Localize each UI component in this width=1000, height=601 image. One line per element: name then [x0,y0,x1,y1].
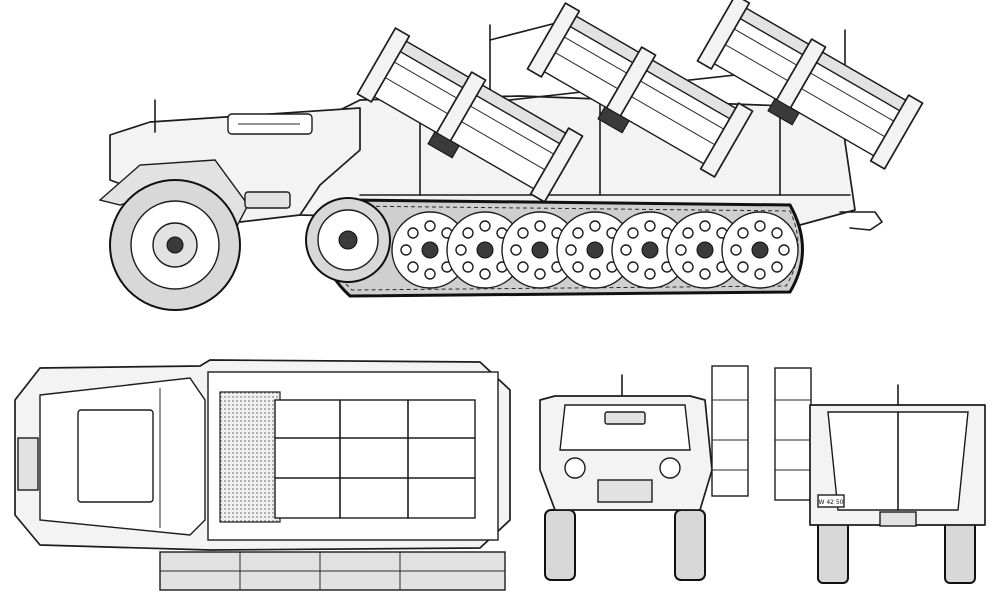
side-view [98,0,924,311]
road-wheel [666,211,744,289]
top-launcher-grid [274,399,476,519]
front-left-tyre [544,509,576,581]
front-right-tyre [674,509,706,581]
rear-plate [817,494,845,508]
rear-view: W 42 50 [774,367,986,584]
top-engine-hatch [77,409,154,503]
road-wheel [721,211,799,289]
headlight-left [564,457,586,479]
front-launcher-rack [711,365,749,497]
top-crew-floor [219,391,281,523]
road-wheel [446,211,524,289]
top-view [14,359,511,591]
front-wheel [109,179,241,311]
top-radiator-grille [17,437,39,491]
tow-hitch [839,211,883,231]
rear-launcher-rack [774,367,812,501]
drive-sprocket [305,197,391,283]
launcher-frame-2 [526,2,754,178]
headlight-right [659,457,681,479]
rear-tow-bracket [879,511,917,527]
stowage-box [244,191,291,209]
launcher-frame-1 [356,27,584,203]
rear-plate-text: W 42 50 [818,499,843,506]
road-wheel [611,211,689,289]
launcher-frame-3 [696,0,924,170]
road-wheels [305,197,799,289]
front-armor-plate [559,404,691,451]
front-grille [597,479,653,503]
front-vision-slit [604,411,646,425]
front-view [539,365,749,581]
